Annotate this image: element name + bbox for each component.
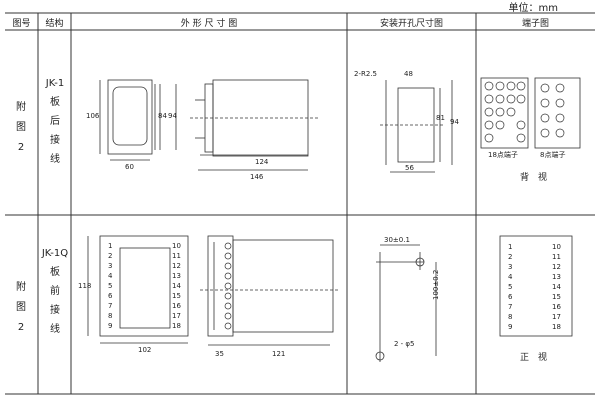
dim-100: 100±0.2	[432, 269, 440, 300]
header-fig: 图号	[12, 19, 31, 29]
header-terminal: 端子图	[521, 19, 549, 29]
terminal-circles-1	[484, 81, 565, 143]
dim-121: 121	[272, 350, 286, 358]
dim-94b: 94	[450, 118, 459, 126]
dim-phi5: 2 - φ5	[394, 340, 415, 348]
dim-81: 81	[436, 114, 445, 122]
dim-102: 102	[138, 346, 152, 354]
dim-84: 84	[158, 112, 167, 120]
dim-60: 60	[125, 163, 134, 171]
dim-124: 124	[255, 158, 269, 166]
terminal-18-label: 18点端子	[488, 151, 518, 159]
header-cutout: 安装开孔尺寸图	[379, 19, 443, 29]
terminal-drawing-2	[499, 235, 573, 337]
terminal-drawing-1	[480, 77, 581, 149]
cutout-drawing-2	[375, 244, 437, 362]
header-structure: 结构	[45, 19, 64, 29]
dim-94: 94	[168, 112, 177, 120]
dim-48: 48	[404, 70, 413, 78]
cutout-drawing-1	[380, 80, 453, 173]
dim-106: 106	[86, 112, 100, 120]
outline-drawing-2	[87, 235, 334, 346]
header-outline: 外 形 尺 寸 图	[180, 19, 238, 29]
outline-drawing-1	[99, 79, 309, 171]
terminal-8-label: 8点端子	[540, 151, 566, 159]
back-view-label: 背 视	[520, 173, 548, 183]
dim-35: 35	[215, 350, 224, 358]
front-circles	[224, 242, 232, 330]
unit-label: 单位：mm	[508, 3, 558, 14]
dim-30: 30±0.1	[384, 236, 410, 244]
front-view-label: 正 视	[520, 353, 548, 363]
dim-56: 56	[405, 164, 414, 172]
dim-118: 118	[78, 282, 92, 290]
dim-146: 146	[250, 173, 264, 181]
dim-r: 2-R2.5	[354, 70, 377, 78]
